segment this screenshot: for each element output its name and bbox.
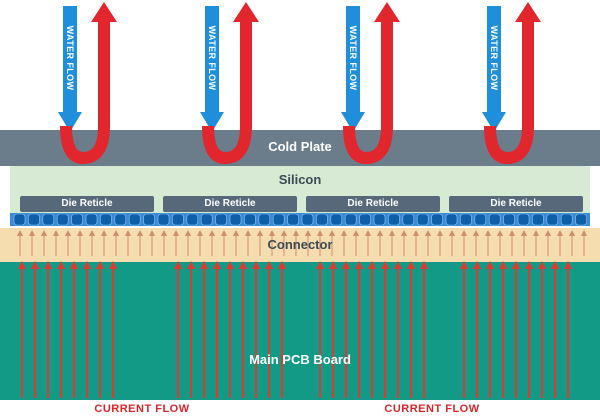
water-down-shaft bbox=[63, 6, 77, 114]
micro-bump bbox=[229, 213, 242, 226]
micro-bump bbox=[445, 213, 458, 226]
silicon-label: Silicon bbox=[278, 172, 322, 187]
water-return-path bbox=[343, 18, 393, 164]
micro-bump bbox=[431, 213, 443, 226]
die-reticle-3 bbox=[306, 196, 440, 212]
micro-bump bbox=[287, 213, 299, 226]
water-flow-loop-2 bbox=[200, 2, 259, 164]
micro-bump bbox=[244, 213, 256, 226]
die-reticle-label-1: Die Reticle bbox=[61, 198, 113, 209]
water-return-path bbox=[202, 18, 252, 164]
water-return-path bbox=[60, 18, 110, 164]
micro-bump bbox=[272, 213, 285, 226]
micro-bump bbox=[128, 213, 141, 226]
micro-bump bbox=[532, 213, 544, 226]
pcb-current-arrows bbox=[18, 261, 572, 398]
micro-bump bbox=[215, 213, 227, 226]
micro-bump bbox=[474, 213, 487, 226]
micro-bump bbox=[330, 213, 343, 226]
water-flow-label-2: WATER FLOW bbox=[207, 25, 217, 91]
micro-bump bbox=[575, 213, 587, 226]
water-flow-label-3: WATER FLOW bbox=[348, 25, 358, 91]
water-down-arrowhead bbox=[200, 112, 224, 132]
micro-bump bbox=[517, 213, 530, 226]
micro-bump bbox=[402, 213, 415, 226]
bump-row bbox=[10, 213, 590, 226]
micro-bump bbox=[258, 213, 271, 226]
water-down-shaft bbox=[205, 6, 219, 114]
micro-bump bbox=[546, 213, 559, 226]
water-flow-label-4: WATER FLOW bbox=[489, 25, 499, 91]
pcb-layer bbox=[0, 262, 600, 400]
water-down-arrowhead bbox=[482, 112, 506, 132]
micro-bump bbox=[56, 213, 69, 226]
micro-bump bbox=[157, 213, 170, 226]
water-down-arrowhead bbox=[341, 112, 365, 132]
water-flow-label-1: WATER FLOW bbox=[65, 25, 75, 91]
micro-bump bbox=[301, 213, 314, 226]
water-down-shaft bbox=[346, 6, 360, 114]
micro-bump bbox=[503, 213, 515, 226]
water-flow-loop-4 bbox=[482, 2, 541, 164]
micro-bump bbox=[388, 213, 400, 226]
micro-bump bbox=[344, 213, 357, 226]
water-flow-loop-3 bbox=[341, 2, 400, 164]
water-up-arrowhead bbox=[515, 2, 541, 22]
micro-bump bbox=[359, 213, 371, 226]
bump-band bbox=[10, 213, 590, 226]
connector-label: Connector bbox=[267, 237, 333, 252]
micro-bump bbox=[71, 213, 83, 226]
connector-current-arrows bbox=[17, 230, 587, 256]
cold-plate-label: Cold Plate bbox=[268, 139, 332, 154]
die-reticle-1 bbox=[20, 196, 154, 212]
die-reticle-4 bbox=[449, 196, 583, 212]
main-pcb-board-label: Main PCB Board bbox=[249, 352, 351, 367]
water-down-arrowhead bbox=[58, 112, 82, 132]
micro-bump bbox=[186, 213, 199, 226]
die-reticle-label-3: Die Reticle bbox=[347, 198, 399, 209]
micro-bump bbox=[316, 213, 328, 226]
micro-bump bbox=[143, 213, 155, 226]
micro-bump bbox=[560, 213, 573, 226]
current-flow-label-right: CURRENT FLOW bbox=[384, 403, 480, 415]
current-flow-label-left: CURRENT FLOW bbox=[94, 403, 190, 415]
micro-bump bbox=[460, 213, 472, 226]
water-up-arrowhead bbox=[374, 2, 400, 22]
micro-bump bbox=[28, 213, 40, 226]
micro-bump bbox=[114, 213, 127, 226]
die-reticle-label-4: Die Reticle bbox=[490, 198, 542, 209]
micro-bump bbox=[488, 213, 501, 226]
water-down-shaft bbox=[487, 6, 501, 114]
micro-bump bbox=[200, 213, 213, 226]
water-return-path bbox=[484, 18, 534, 164]
micro-bump bbox=[100, 213, 112, 226]
water-up-arrowhead bbox=[233, 2, 259, 22]
die-reticles bbox=[20, 196, 583, 212]
die-reticle-2 bbox=[163, 196, 297, 212]
water-up-arrowhead bbox=[91, 2, 117, 22]
water-flow-loop-1 bbox=[58, 2, 117, 164]
micro-bump bbox=[373, 213, 386, 226]
micro-bump bbox=[172, 213, 184, 226]
micro-bump bbox=[42, 213, 55, 226]
micro-bump bbox=[13, 213, 26, 226]
micro-bump bbox=[85, 213, 98, 226]
micro-bump bbox=[416, 213, 429, 226]
die-reticle-label-2: Die Reticle bbox=[204, 198, 256, 209]
water-flow-loops bbox=[58, 2, 541, 164]
